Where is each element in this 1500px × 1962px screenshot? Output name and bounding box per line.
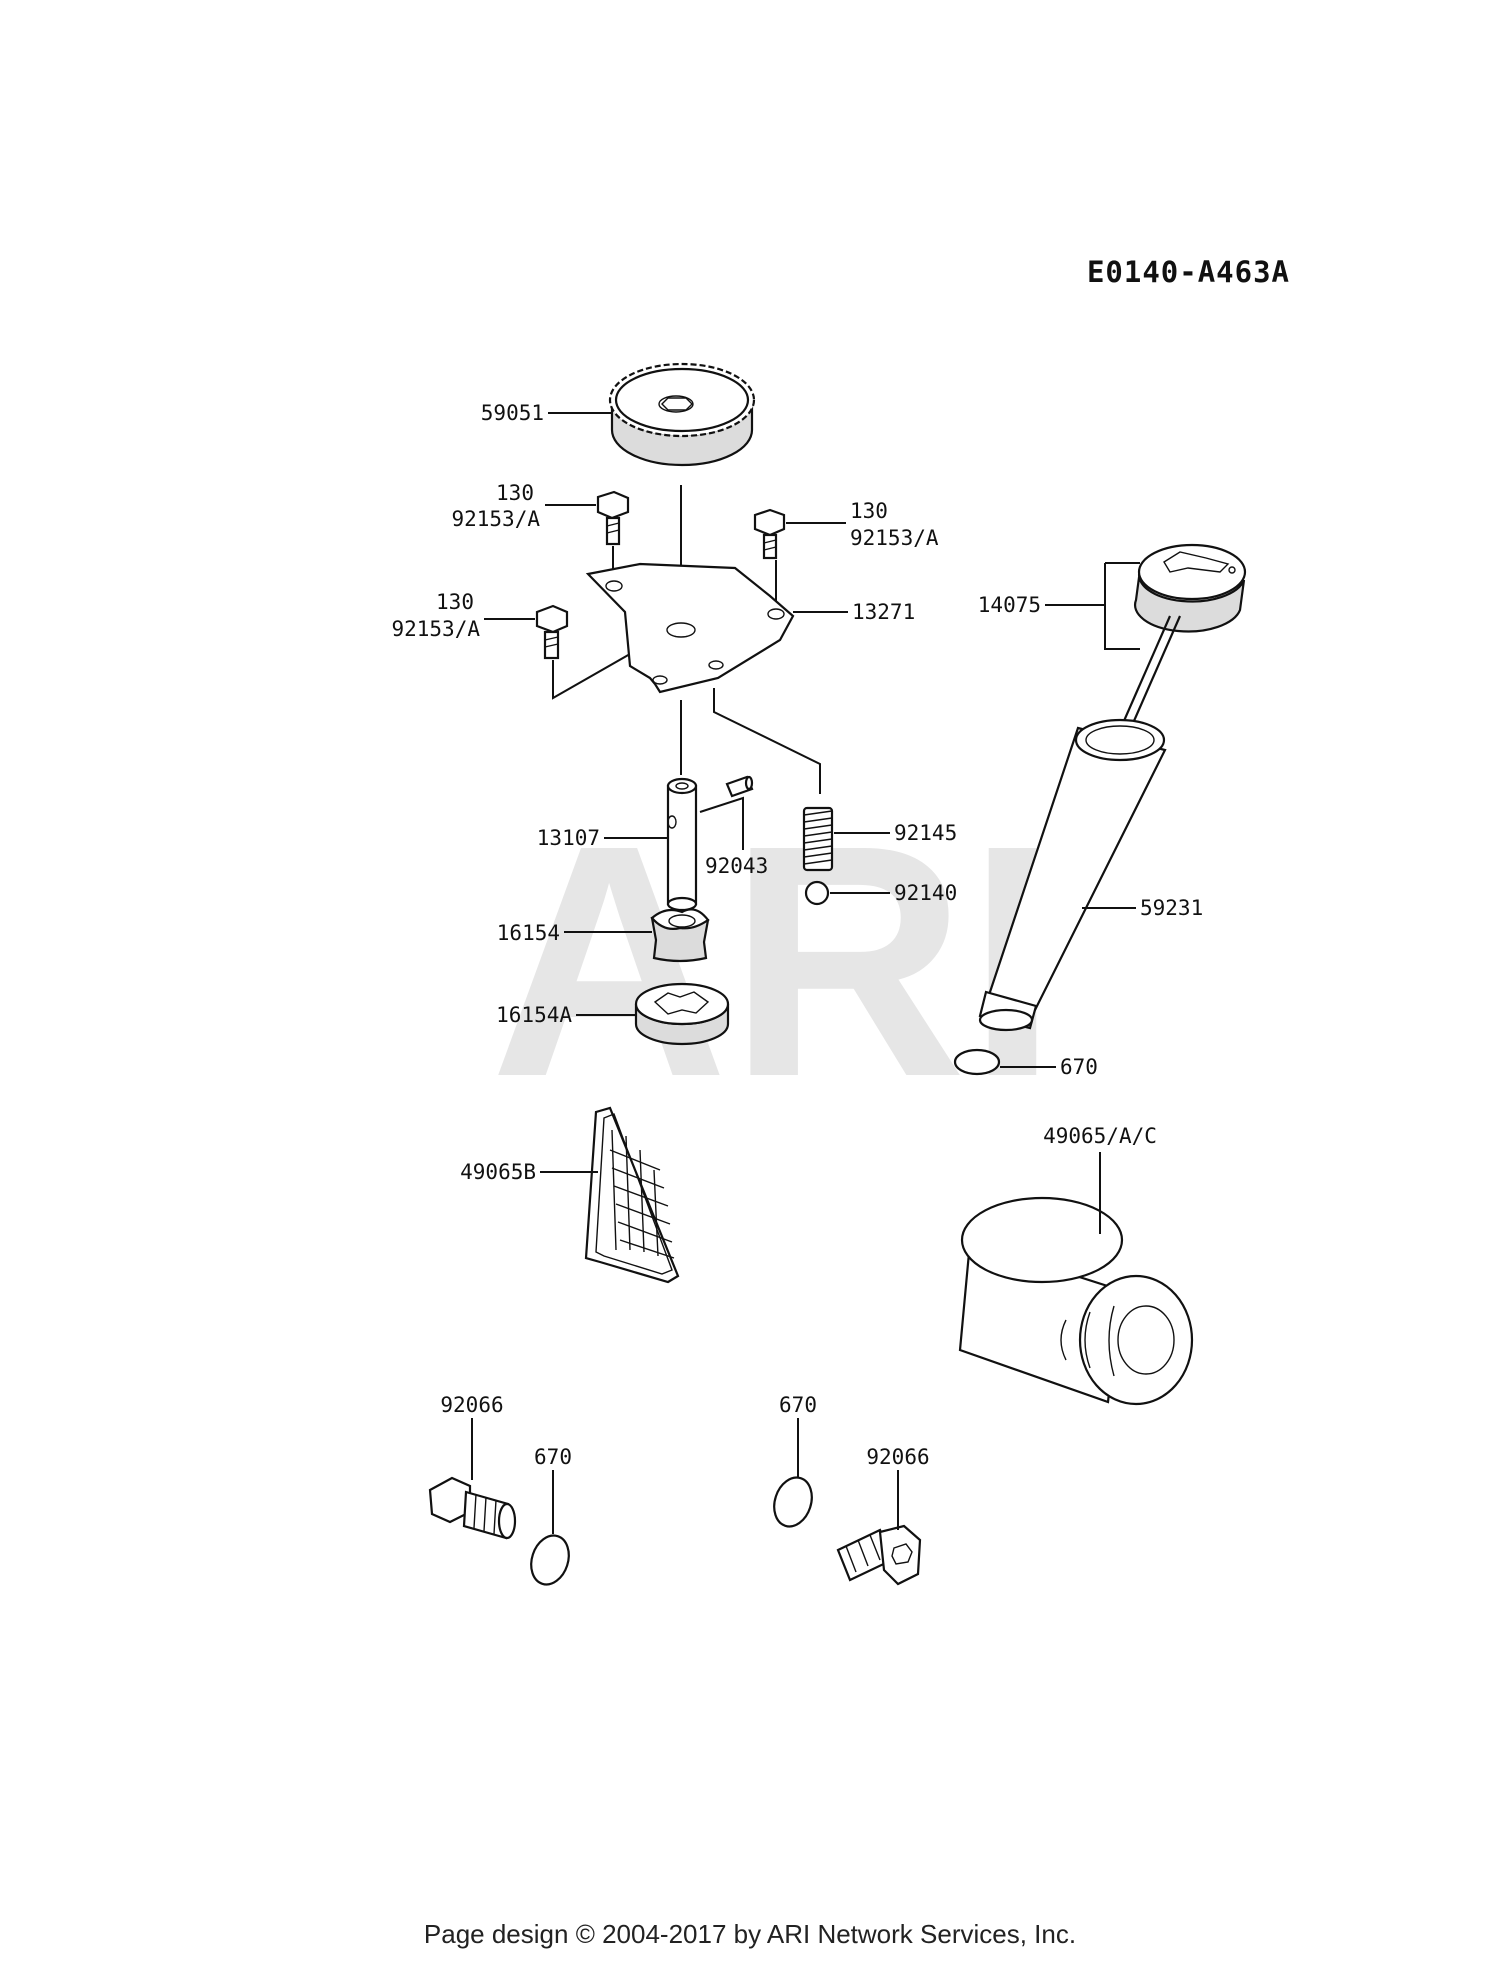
dipstick-cap-14075: [1118, 543, 1247, 731]
label-670-left: 670: [534, 1445, 572, 1469]
spring-92145: [802, 806, 834, 872]
inner-rotor-16154: [650, 908, 710, 963]
ball-92140: [804, 880, 830, 906]
gear-59051: [608, 362, 756, 467]
label-49065-A-C: 49065/A/C: [1043, 1124, 1157, 1148]
pin-92043: [725, 775, 754, 798]
outer-rotor-16154A: [634, 982, 730, 1046]
label-130-b: 130: [850, 499, 888, 523]
label-59051: 59051: [481, 401, 544, 425]
watermark-text: ARI: [490, 776, 1058, 1145]
bolt-top-left: [596, 490, 630, 546]
label-92066-left: 92066: [440, 1393, 503, 1417]
oil-filter-49065: [958, 1196, 1194, 1406]
label-92140: 92140: [894, 881, 957, 905]
footer-copyright: Page design © 2004-2017 by ARI Network S…: [424, 1919, 1076, 1949]
label-13107: 13107: [537, 826, 600, 850]
label-49065B: 49065B: [460, 1160, 536, 1184]
label-92066-right: 92066: [866, 1445, 929, 1469]
bolt-right: [753, 508, 786, 560]
label-92153-c: 92153/A: [391, 617, 480, 641]
label-670-right: 670: [779, 1393, 817, 1417]
drain-plug-left-92066: [428, 1476, 517, 1540]
label-13271: 13271: [852, 600, 915, 624]
bolt-lower-left: [535, 604, 569, 660]
plate-13271: [585, 562, 795, 694]
screen-49065B: [584, 1106, 680, 1284]
label-130-a: 130: [496, 481, 534, 505]
label-92153-a: 92153/A: [451, 507, 540, 531]
oring-left-670: [530, 1534, 570, 1586]
label-14075: 14075: [978, 593, 1041, 617]
diagram-id: E0140-A463A: [1087, 255, 1290, 289]
oring-right-670: [773, 1476, 813, 1528]
drain-plug-right-92066: [836, 1524, 922, 1586]
label-92153-b: 92153/A: [850, 526, 939, 550]
label-92043: 92043: [705, 854, 768, 878]
label-92145: 92145: [894, 821, 957, 845]
label-16154: 16154: [497, 921, 560, 945]
label-16154A: 16154A: [496, 1003, 572, 1027]
oring-tube-670: [953, 1048, 1001, 1076]
label-130-c: 130: [436, 590, 474, 614]
shaft-13107: [666, 777, 698, 912]
label-59231: 59231: [1140, 896, 1203, 920]
filler-tube-59231: [978, 718, 1167, 1032]
label-670-tube: 670: [1060, 1055, 1098, 1079]
